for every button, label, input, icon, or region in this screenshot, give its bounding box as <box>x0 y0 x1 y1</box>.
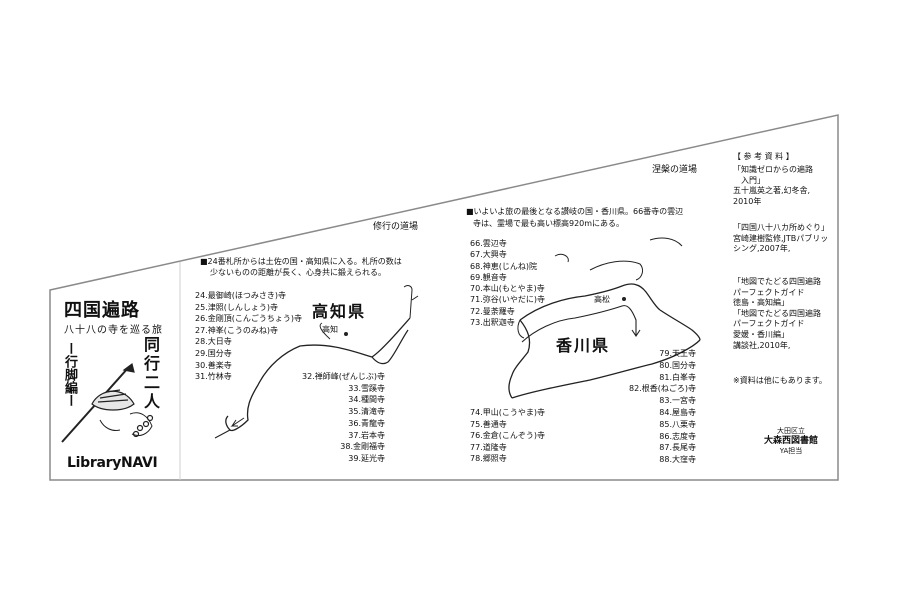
kochi-temples-right: 32.禅師峰(ぜんじぶ)寺 33.雪蹊寺 34.種間寺 35.清滝寺 36.青龍… <box>293 371 385 465</box>
leaflet-outline <box>49 114 839 481</box>
list-item: 84.屋島寺 <box>659 407 696 417</box>
kagawa-city-dot <box>622 297 626 301</box>
kochi-intro-1: ■24番札所からは土佐の国・高知県に入る。札所の数は <box>200 257 402 266</box>
kochi-map <box>214 285 419 439</box>
kagawa-map <box>508 237 701 399</box>
kagawa-stage-label: 涅槃の道場 <box>652 165 698 175</box>
kagawa-temples-lower-left: 74.甲山(こうやま)寺 75.善通寺 76.金倉(こんぞう)寺 77.道隆寺 … <box>470 407 545 465</box>
list-item: 75.善通寺 <box>470 419 507 429</box>
kochi-stage-label: 修行の道場 <box>373 222 419 232</box>
list-item: 32.禅師峰(ぜんじぶ)寺 <box>302 372 385 381</box>
list-item: 66.雲辺寺 <box>470 239 507 248</box>
list-item: 34.種間寺 <box>348 395 385 405</box>
list-item: 86.志度寺 <box>659 431 696 441</box>
list-item: 30.善楽寺 <box>195 360 232 370</box>
kagawa-temples-upper: 66.雲辺寺 67.大興寺 68.神恵(じんね)院 69.観音寺 70.本山(も… <box>470 238 545 328</box>
kochi-temples-left: 24.最御崎(ほつみさき)寺 25.津照(しんしょう)寺 26.金剛頂(こんごう… <box>195 290 302 383</box>
kochi-city-label: 高知 <box>322 325 338 334</box>
list-item: 83.一宮寺 <box>659 396 696 406</box>
list-item: 24.最御崎(ほつみさき)寺 <box>195 291 286 300</box>
kagawa-route-line <box>521 305 641 343</box>
kochi-intro-2: 少ないものの距離が長く、心身共に鍛えられる。 <box>210 268 386 277</box>
kochi-pref-label: 高知県 <box>312 302 367 321</box>
list-item: 88.大窪寺 <box>659 455 696 465</box>
stamp-line-1: 大田区立 <box>777 427 805 435</box>
list-item: 68.神恵(じんね)院 <box>470 261 537 271</box>
references-note: ※資料は他にもあります。 <box>733 376 827 385</box>
library-navi-logo: LibraryNAVI <box>67 455 158 471</box>
library-stamp: 大田区立 大森西図書館 YA担当 <box>762 427 820 463</box>
list-item: 79.天王寺 <box>659 349 696 358</box>
list-item: 33.雪蹊寺 <box>348 383 385 393</box>
list-item: 38.金剛福寺 <box>340 442 385 452</box>
list-item: 70.本山(もとやま)寺 <box>470 284 545 294</box>
cover-subtitle: 八十八の寺を巡る旅 <box>64 325 163 336</box>
list-item: 71.弥谷(いやだに)寺 <box>470 295 545 305</box>
list-item: 67.大興寺 <box>470 250 507 260</box>
kagawa-temples-right: 79.天王寺 80.国分寺 81.白峯寺 82.根香(ねごろ)寺 83.一宮寺 … <box>608 348 696 466</box>
list-item: 76.金倉(こんぞう)寺 <box>470 431 545 441</box>
stamp-line-3: YA担当 <box>779 447 803 455</box>
kagawa-pref-label: 香川県 <box>556 336 611 355</box>
reference-entry-1: 「知識ゼロからの遍路 入門」 五十嵐英之著,幻冬舎, 2010年 <box>733 165 813 206</box>
list-item: 26.金剛頂(こんごうちょう)寺 <box>195 314 302 324</box>
references-heading: 【 参 考 資 料 】 <box>733 152 794 161</box>
list-item: 85.八栗寺 <box>659 419 696 429</box>
list-item: 72.曼荼羅寺 <box>470 306 515 316</box>
pilgrim-illustration <box>61 362 154 443</box>
list-item: 87.長尾寺 <box>659 443 696 453</box>
list-item: 29.国分寺 <box>195 348 232 358</box>
reference-entry-2: 「四国八十八カ所めぐり」 宮崎建樹監修,JTBパブリッ シング,2007年, <box>733 223 829 254</box>
kagawa-city-label: 高松 <box>594 295 610 304</box>
list-item: 69.観音寺 <box>470 272 507 282</box>
list-item: 77.道隆寺 <box>470 442 507 452</box>
list-item: 31.竹林寺 <box>195 372 232 382</box>
cover-vertical-main: 同行二人 <box>141 336 160 412</box>
list-item: 36.青龍寺 <box>348 418 385 428</box>
list-item: 39.延光寺 <box>348 453 385 463</box>
list-item: 81.白峯寺 <box>659 372 696 382</box>
kagawa-intro-1: ■いよいよ旅の最後となる讃岐の国・香川県。66番寺の雲辺 <box>466 207 684 216</box>
list-item: 35.清滝寺 <box>348 407 385 417</box>
list-item: 78.郷照寺 <box>470 454 507 464</box>
list-item: 80.国分寺 <box>659 360 696 370</box>
list-item: 74.甲山(こうやま)寺 <box>470 408 545 417</box>
list-item: 28.大日寺 <box>195 337 232 347</box>
stamp-line-2: 大森西図書館 <box>763 436 818 446</box>
list-item: 82.根香(ねごろ)寺 <box>629 384 696 394</box>
reference-entry-3: 「地図でたどる四国遍路 パーフェクトガイド 徳島・高知編」 「地図でたどる四国遍… <box>733 277 821 350</box>
cover-vertical-side: ー行脚編ー <box>62 342 77 407</box>
list-item: 25.津照(しんしょう)寺 <box>195 302 278 312</box>
cover-title: 四国遍路 <box>64 300 140 321</box>
list-item: 27.神峯(こうのみね)寺 <box>195 325 278 335</box>
kochi-route-arrow <box>230 417 245 427</box>
kagawa-intro-2: 寺は、霊場で最も高い標高920mにある。 <box>473 219 625 228</box>
list-item: 73.出釈迦寺 <box>470 318 515 328</box>
list-item: 37.岩本寺 <box>348 430 385 440</box>
